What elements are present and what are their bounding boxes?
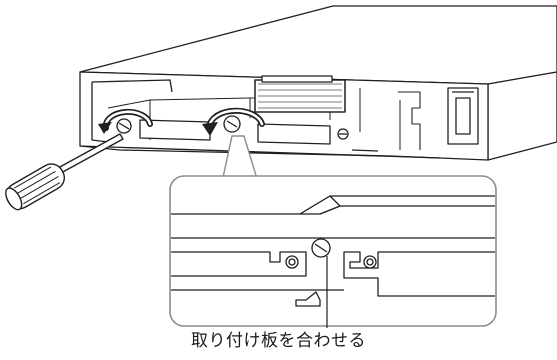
chassis-side-panel — [487, 71, 557, 161]
screw-icon — [116, 115, 241, 134]
chassis — [79, 5, 557, 161]
chassis-top-panel — [79, 5, 557, 85]
callout-right-plate — [343, 251, 495, 297]
left-mounting-plate — [139, 119, 211, 141]
callout-left-plate — [171, 251, 307, 277]
screwdriver-icon — [5, 133, 124, 211]
callout-label: 取り付け板を合わせる — [191, 331, 366, 351]
right-mounting-plate — [257, 123, 331, 145]
